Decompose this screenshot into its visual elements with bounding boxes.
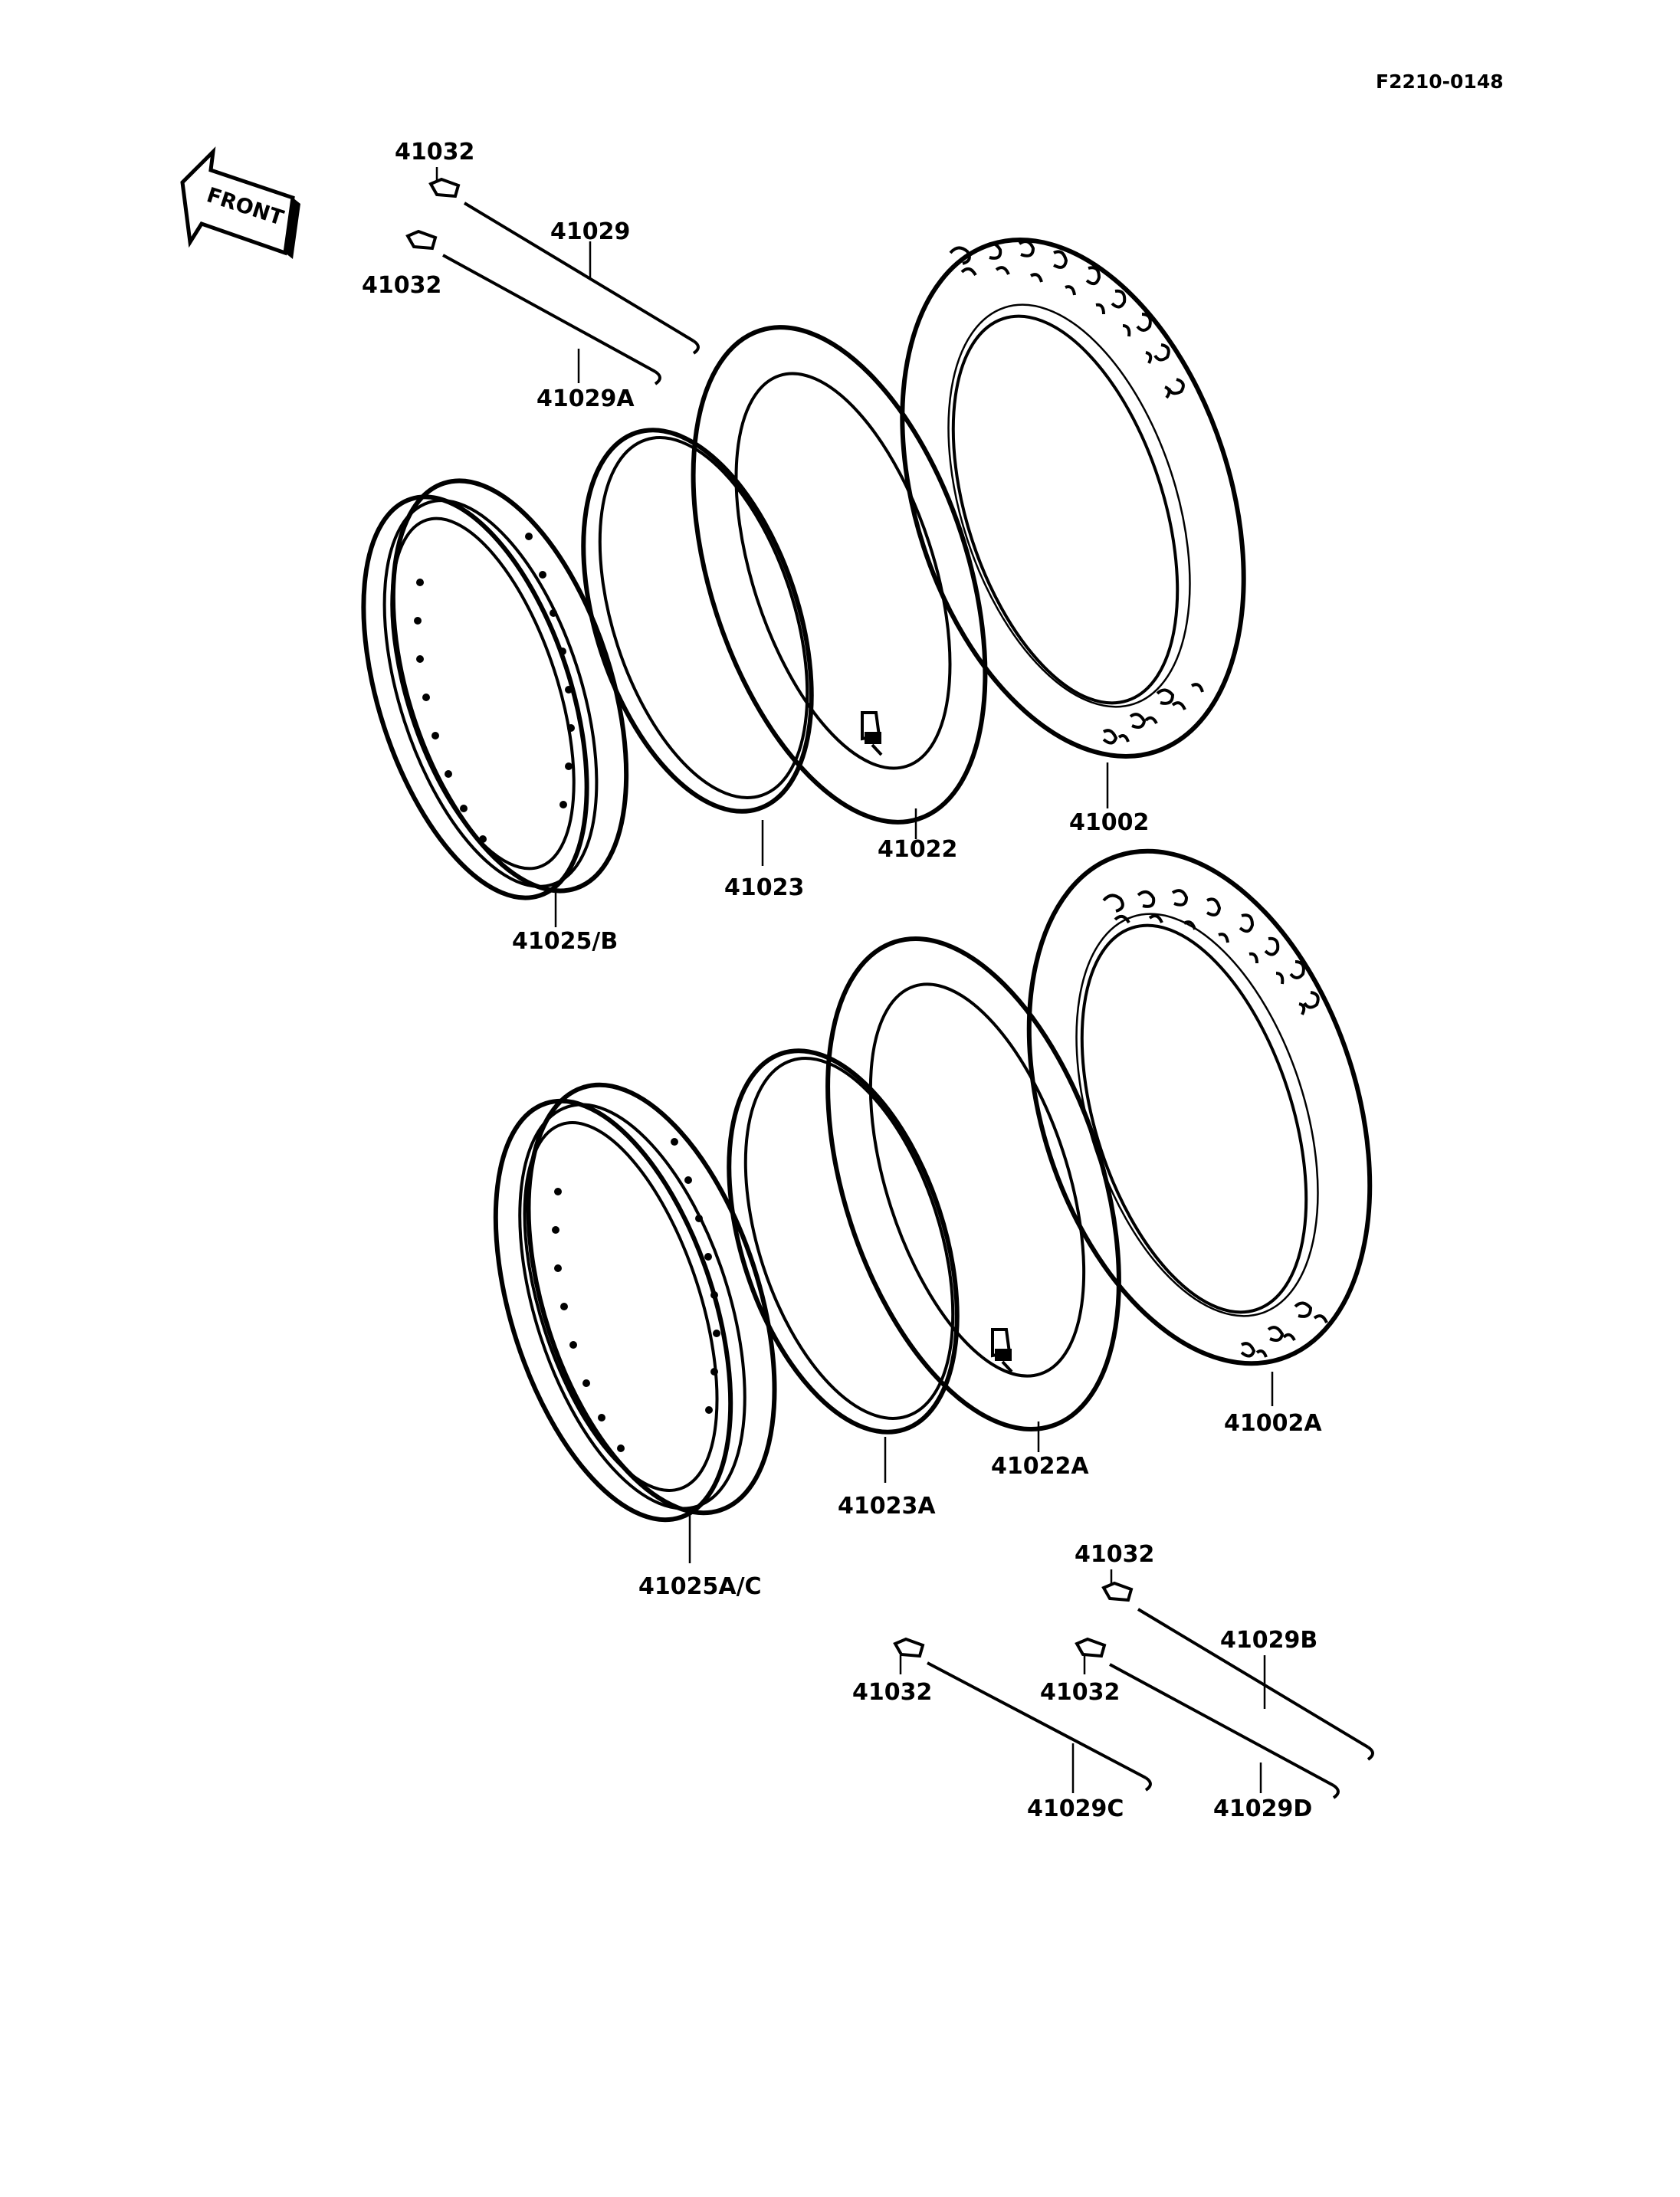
front-direction-arrow-icon: FRONT: [180, 146, 300, 259]
label-41032-bottom-3: 41032: [1040, 1679, 1120, 1706]
top-spoke-set: [405, 167, 700, 385]
label-41023A: 41023A: [838, 1493, 936, 1520]
label-41029C: 41029C: [1027, 1795, 1124, 1822]
rear-tire: [1026, 848, 1373, 1366]
front-rim: [361, 478, 629, 900]
label-41023: 41023: [724, 874, 804, 901]
nipple-icon: [428, 177, 461, 198]
label-41025A-C: 41025A/C: [638, 1573, 762, 1600]
label-41022A: 41022A: [991, 1453, 1089, 1480]
label-41029B: 41029B: [1220, 1627, 1317, 1654]
label-41032-top-1: 41032: [395, 139, 474, 166]
label-41025-B: 41025/B: [512, 928, 618, 955]
front-inner-tube: [691, 325, 988, 825]
label-41029A: 41029A: [536, 385, 635, 412]
valve-stem-icon: [861, 711, 883, 756]
label-41032-bottom-2: 41032: [852, 1679, 932, 1706]
nipple-icon: [1101, 1581, 1134, 1602]
nipple-icon: [1075, 1637, 1107, 1658]
label-41032-bottom-1: 41032: [1075, 1541, 1154, 1568]
rear-rim: [493, 1082, 777, 1523]
tire-tread-icon: [1102, 889, 1328, 1358]
label-41029: 41029: [550, 218, 630, 245]
spoke-hole-icon: [552, 1138, 720, 1452]
label-41022: 41022: [878, 836, 957, 863]
bottom-spoke-set: [893, 1569, 1374, 1799]
label-41029D: 41029D: [1213, 1795, 1312, 1822]
valve-stem-icon: [991, 1328, 1013, 1373]
front-tire: [900, 238, 1246, 759]
spoke-hole-icon: [414, 533, 575, 843]
rear-inner-tube: [825, 936, 1121, 1431]
rear-rim-band: [727, 1048, 960, 1435]
figure-code: F2210-0148: [1376, 71, 1504, 93]
nipple-icon: [405, 229, 438, 251]
tire-tread-icon: [949, 240, 1204, 745]
front-rim-band: [581, 428, 814, 814]
label-41002A: 41002A: [1224, 1410, 1322, 1437]
nipple-icon: [893, 1637, 925, 1658]
label-41032-top-2: 41032: [362, 272, 441, 299]
label-41002: 41002: [1069, 809, 1149, 836]
